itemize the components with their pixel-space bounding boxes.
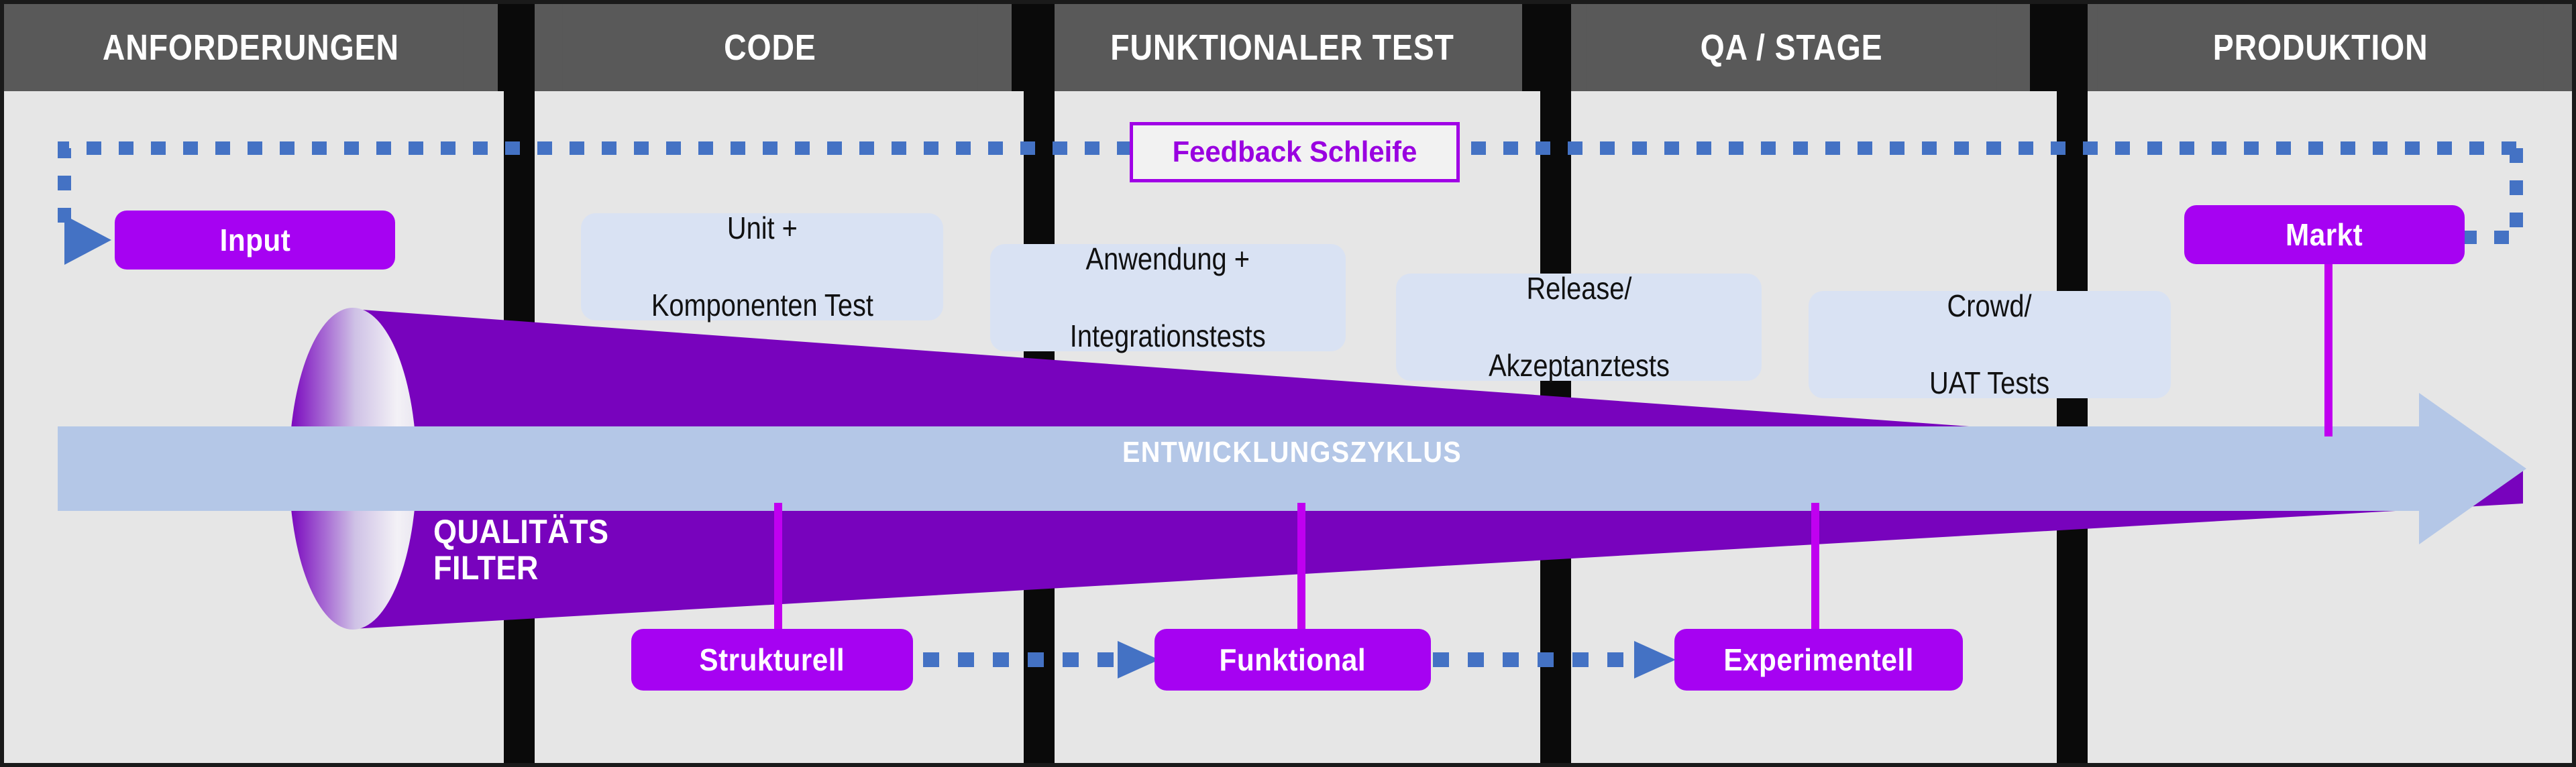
test-box-release-akzeptanz-label: Release/ Akzeptanztests: [1481, 270, 1676, 386]
header-label-produktion: PRODUKTION: [2096, 4, 2544, 91]
pill-experimentell-label: Experimentell: [1723, 642, 1914, 677]
pill-funktional-label: Funktional: [1219, 642, 1366, 677]
stem-funktional: [1297, 503, 1305, 634]
quality-filter-label: QUALITÄTS FILTER: [433, 514, 609, 586]
header-cell-code: CODE: [528, 4, 1012, 91]
stem-markt: [2324, 225, 2332, 436]
cycle-arrow-shape: [58, 393, 2526, 544]
test-box-1-line2: Komponenten Test: [651, 287, 873, 322]
test-box-anwendung-integration[interactable]: Anwendung + Integrationstests: [990, 241, 1346, 353]
dotted-arrowhead-funktional: [1118, 641, 1159, 678]
pill-strukturell-label: Strukturell: [699, 642, 845, 677]
test-box-4-line1: Crowd/: [1947, 288, 2033, 323]
test-box-crowd-uat[interactable]: Crowd/ UAT Tests: [1809, 288, 2171, 400]
feedback-loop-path-top: [58, 141, 2516, 235]
pill-experimentell[interactable]: Experimentell: [1674, 629, 1963, 691]
test-box-release-akzeptanz[interactable]: Release/ Akzeptanztests: [1396, 271, 1762, 383]
pill-markt[interactable]: Markt: [2184, 205, 2465, 264]
header-label-anforderungen: ANFORDERUNGEN: [38, 4, 464, 91]
feedback-schleife-callout[interactable]: Feedback Schleife: [1130, 122, 1460, 182]
test-box-1-line1: Unit +: [727, 210, 798, 245]
pill-markt-label: Markt: [2286, 217, 2363, 252]
test-box-unit-komponenten-label: Unit + Komponenten Test: [643, 209, 881, 325]
pill-input-label: Input: [219, 223, 290, 257]
header-label-funktionaler-test: FUNKTIONALER TEST: [1075, 4, 1489, 91]
quality-filter-line2: FILTER: [433, 549, 539, 587]
header-label-qa-stage: QA / STAGE: [1586, 4, 1996, 91]
pill-funktional[interactable]: Funktional: [1155, 629, 1431, 691]
test-box-2-line1: Anwendung +: [1085, 241, 1250, 276]
header-cell-funktionaler-test: FUNKTIONALER TEST: [1042, 4, 1522, 91]
cycle-band-label: ENTWICKLUNGSZYKLUS: [1122, 436, 1462, 469]
test-box-3-line2: Akzeptanztests: [1488, 347, 1670, 383]
test-box-crowd-uat-label: Crowd/ UAT Tests: [1925, 287, 2055, 403]
feedback-loop: [58, 141, 2523, 678]
feedback-loop-path-right: [2459, 148, 2523, 244]
header-cell-anforderungen: ANFORDERUNGEN: [4, 4, 498, 91]
stem-experimentell: [1811, 503, 1819, 634]
connector-stems: [774, 225, 2332, 634]
test-box-anwendung-integration-label: Anwendung + Integrationstests: [1063, 240, 1273, 356]
quality-filter-line1: QUALITÄTS: [433, 513, 609, 550]
header-cell-qa-stage: QA / STAGE: [1552, 4, 2030, 91]
stem-strukturell: [774, 503, 782, 634]
test-box-3-line1: Release/: [1525, 270, 1632, 306]
pill-input[interactable]: Input: [115, 211, 395, 270]
test-box-4-line2: UAT Tests: [1929, 365, 2050, 400]
development-cycle-arrow: [58, 393, 2526, 544]
dotted-arrowhead-experimentell: [1634, 641, 1676, 678]
feedback-schleife-label: Feedback Schleife: [1172, 135, 1417, 168]
test-box-2-line2: Integrationstests: [1070, 318, 1266, 353]
gate-divider-4: [2029, 4, 2061, 91]
test-box-unit-komponenten[interactable]: Unit + Komponenten Test: [581, 211, 943, 322]
header-cell-produktion: PRODUKTION: [2060, 4, 2572, 91]
pill-strukturell[interactable]: Strukturell: [631, 629, 913, 691]
feedback-loop-arrowhead: [64, 215, 111, 265]
header-label-code: CODE: [562, 4, 978, 91]
